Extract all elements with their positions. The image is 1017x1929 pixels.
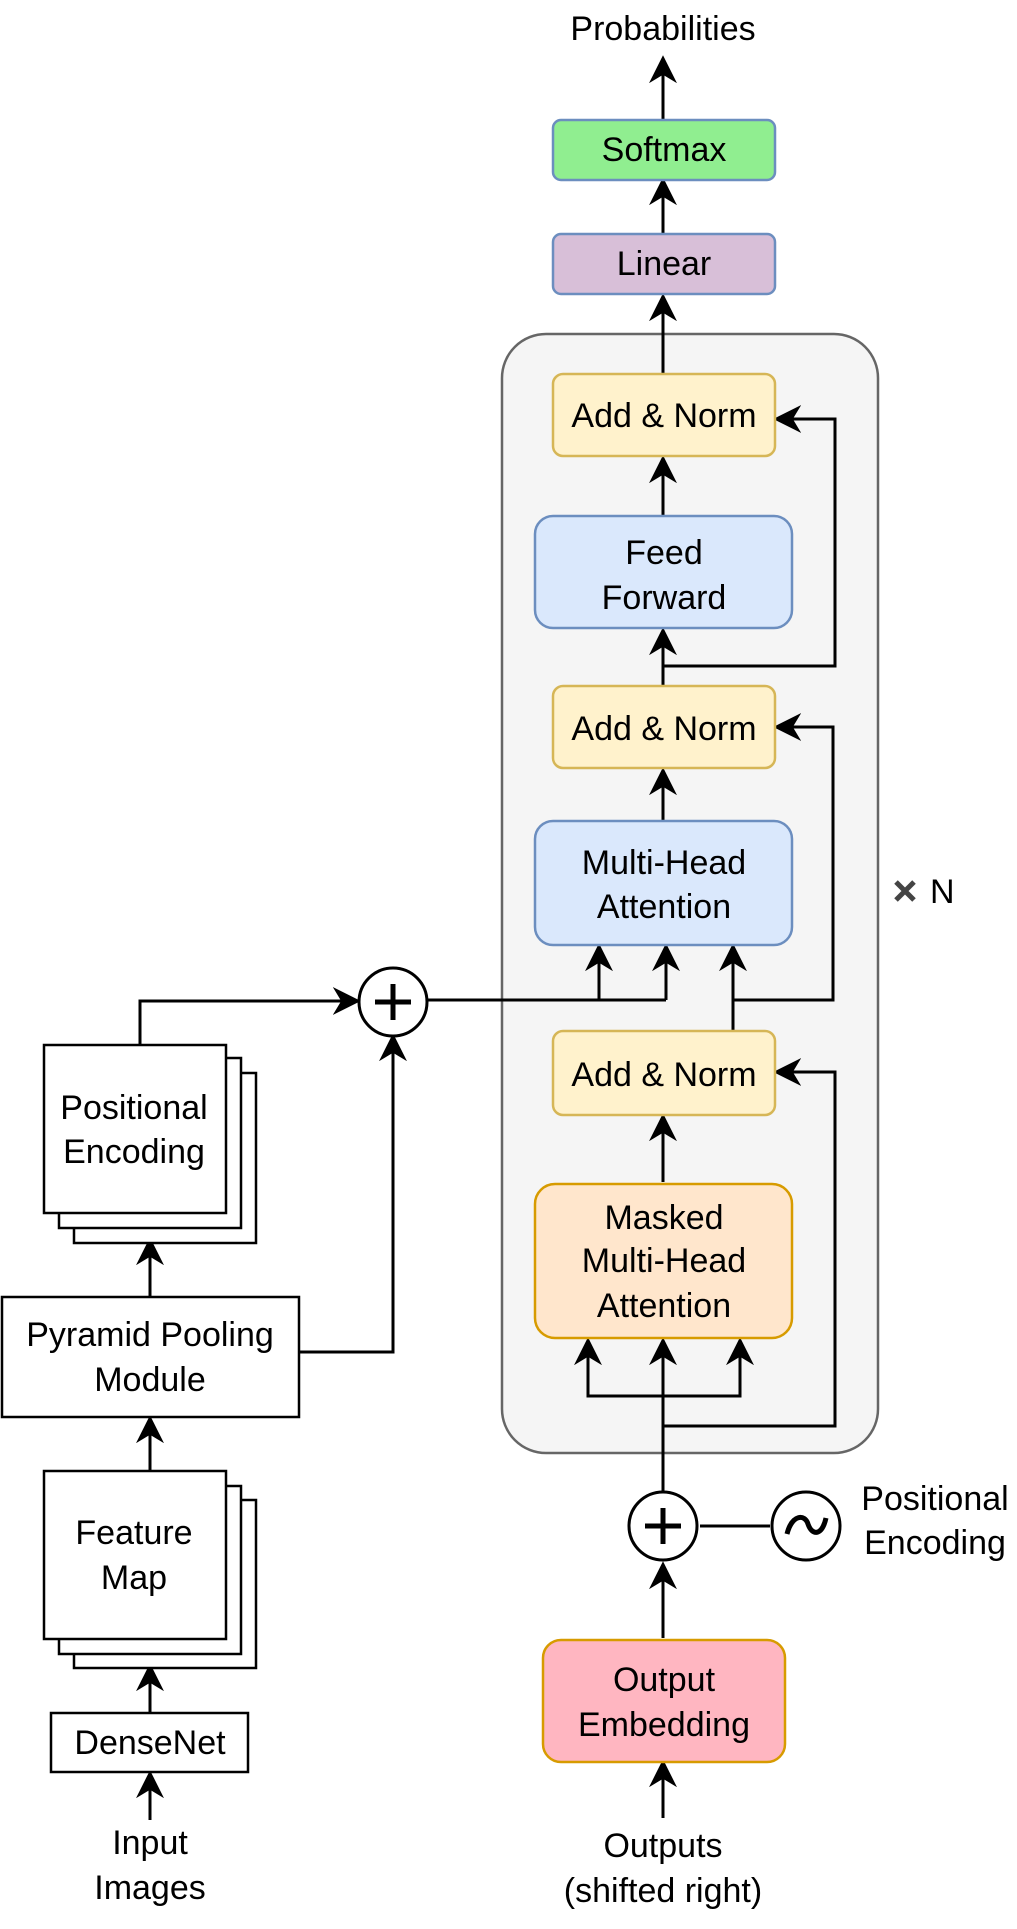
- add-norm-mid-label: Add & Norm: [571, 710, 756, 748]
- wire-addnorm-to-mha: [731, 725, 835, 1030]
- pyramid-line-1: Pyramid Pooling: [26, 1316, 274, 1354]
- output-embedding-block: Output Embedding: [541, 1638, 787, 1764]
- add-norm-bottom-label: Add & Norm: [571, 1056, 756, 1094]
- encoder-positional-encoding-stack: Positional Encoding: [42, 1043, 258, 1245]
- input-images-line-1: Input: [112, 1824, 188, 1862]
- feed-forward-line-1: Feed: [625, 534, 703, 572]
- densenet-block: DenseNet: [49, 1711, 250, 1774]
- wire-pyramid-to-sum: [300, 1045, 395, 1354]
- times-icon: [894, 880, 916, 902]
- densenet-label: DenseNet: [74, 1724, 226, 1762]
- linear-label: Linear: [617, 245, 712, 283]
- feature-map-line-1: Feature: [75, 1514, 192, 1552]
- multi-head-attention-block: Multi-Head Attention: [533, 819, 794, 947]
- encoder-sum-node: [357, 966, 429, 1038]
- repeat-label: N: [930, 873, 955, 911]
- masked-line-2: Multi-Head: [582, 1242, 746, 1280]
- masked-line-1: Masked: [604, 1199, 723, 1237]
- wire-pe-to-enc-sum: [138, 999, 340, 1045]
- embedding-line-1: Output: [613, 1661, 716, 1699]
- repeat-count: N: [894, 873, 955, 911]
- encoder-pe-line-2: Encoding: [63, 1133, 205, 1171]
- mha-line-2: Attention: [597, 888, 731, 926]
- feed-forward-line-2: Forward: [602, 579, 727, 617]
- feed-forward-block: Feed Forward: [533, 514, 794, 630]
- pyramid-pooling-block: Pyramid Pooling Module: [0, 1295, 301, 1419]
- probabilities-label: Probabilities: [570, 10, 755, 48]
- add-norm-top-block: Add & Norm: [551, 372, 777, 458]
- embedding-line-2: Embedding: [578, 1706, 750, 1744]
- mha-line-1: Multi-Head: [582, 844, 746, 882]
- sinusoid-encoding-node: [770, 1490, 842, 1562]
- linear-block: Linear: [551, 232, 777, 296]
- add-norm-mid-block: Add & Norm: [551, 684, 777, 770]
- outputs-line-1: Outputs: [603, 1827, 722, 1865]
- decoder-sum-node: [627, 1490, 699, 1562]
- masked-line-3: Attention: [597, 1287, 731, 1325]
- masked-attention-block: Masked Multi-Head Attention: [533, 1182, 794, 1340]
- decoder-pe-line-1: Positional: [861, 1480, 1008, 1518]
- feature-map-line-2: Map: [101, 1559, 167, 1597]
- outputs-line-2: (shifted right): [564, 1872, 762, 1910]
- softmax-label: Softmax: [602, 131, 727, 169]
- add-norm-bottom-block: Add & Norm: [551, 1029, 777, 1117]
- decoder-pe-line-2: Encoding: [864, 1524, 1006, 1562]
- feature-map-stack: Feature Map: [42, 1469, 258, 1670]
- softmax-block: Softmax: [551, 118, 777, 182]
- input-images-line-2: Images: [94, 1869, 206, 1907]
- pyramid-line-2: Module: [94, 1361, 206, 1399]
- add-norm-top-label: Add & Norm: [571, 397, 756, 435]
- encoder-pe-line-1: Positional: [60, 1089, 207, 1127]
- tilde-icon: [784, 1515, 829, 1535]
